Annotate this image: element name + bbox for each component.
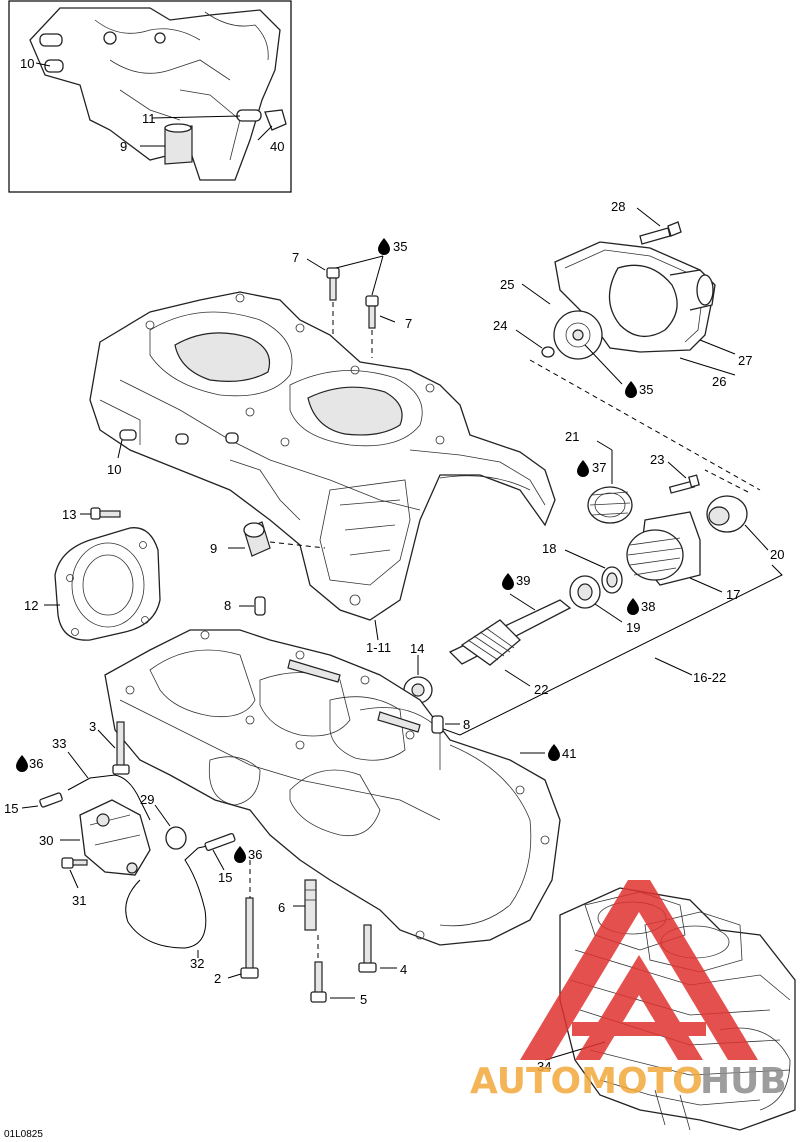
label-15-a: 15 [4,801,18,816]
label-3: 3 [89,719,96,734]
inset-detail: 10 11 9 40 [8,0,292,193]
label-36-a: 36 [29,756,43,771]
label-41: 41 [562,746,576,761]
water-pump-group: 28 25 24 27 26 35 [493,199,761,491]
label-inset-9: 9 [120,139,127,154]
label-24: 24 [493,318,507,333]
label-2: 2 [214,971,221,986]
output-shaft-group: 21 37 23 20 17 18 38 19 39 [403,429,784,736]
label-18: 18 [542,541,556,556]
label-5: 5 [360,992,367,1007]
label-34: 34 [537,1059,551,1074]
label-inset-40: 40 [270,139,284,154]
label-25: 25 [500,277,514,292]
label-16-22: 16-22 [693,670,726,685]
label-19: 19 [626,620,640,635]
label-38: 38 [641,599,655,614]
label-29: 29 [140,792,154,807]
label-17: 17 [726,587,740,602]
label-10: 10 [107,462,121,477]
label-35-screw: 35 [393,239,407,254]
label-12: 12 [24,598,38,613]
upper-crankcase: 10 1-11 [89,291,556,655]
label-1-11: 1-11 [366,640,391,655]
label-23: 23 [650,452,664,467]
label-6: 6 [278,900,285,915]
label-28: 28 [611,199,625,214]
diagram-code: 01L0825 [4,1129,43,1140]
label-inset-11: 11 [142,111,156,126]
watermark-text-automoto: AUTOMOTO [470,1061,703,1102]
label-37: 37 [592,460,606,475]
crankcase-bolts: 3 2 6 4 5 [89,719,407,1007]
crankcase-screws-top: 7 35 7 [292,238,412,358]
label-13: 13 [62,507,76,522]
label-26: 26 [712,374,726,389]
label-36-b: 36 [248,847,262,862]
label-9: 9 [210,541,217,556]
label-27: 27 [738,353,752,368]
label-14: 14 [410,641,424,656]
label-32: 32 [190,956,204,971]
label-39: 39 [516,573,530,588]
label-31: 31 [72,893,86,908]
watermark-logo [520,880,758,1060]
label-21: 21 [565,429,579,444]
label-8-a: 8 [224,598,231,613]
label-8-b: 8 [463,717,470,732]
left-parts-group: 13 12 9 8 [24,507,326,641]
oil-pump-group: 36 33 15 29 30 31 36 15 32 [4,736,262,971]
label-7-b: 7 [405,316,412,331]
label-35-pump: 35 [639,382,653,397]
label-inset-10: 10 [20,56,34,71]
watermark-text-hub: HUB [700,1061,787,1102]
label-30: 30 [39,833,53,848]
label-4: 4 [400,962,407,977]
label-7-a: 7 [292,250,299,265]
label-20: 20 [770,547,784,562]
label-33: 33 [52,736,66,751]
label-15-b: 15 [218,870,232,885]
lower-crankcase: 8 41 [104,629,576,946]
